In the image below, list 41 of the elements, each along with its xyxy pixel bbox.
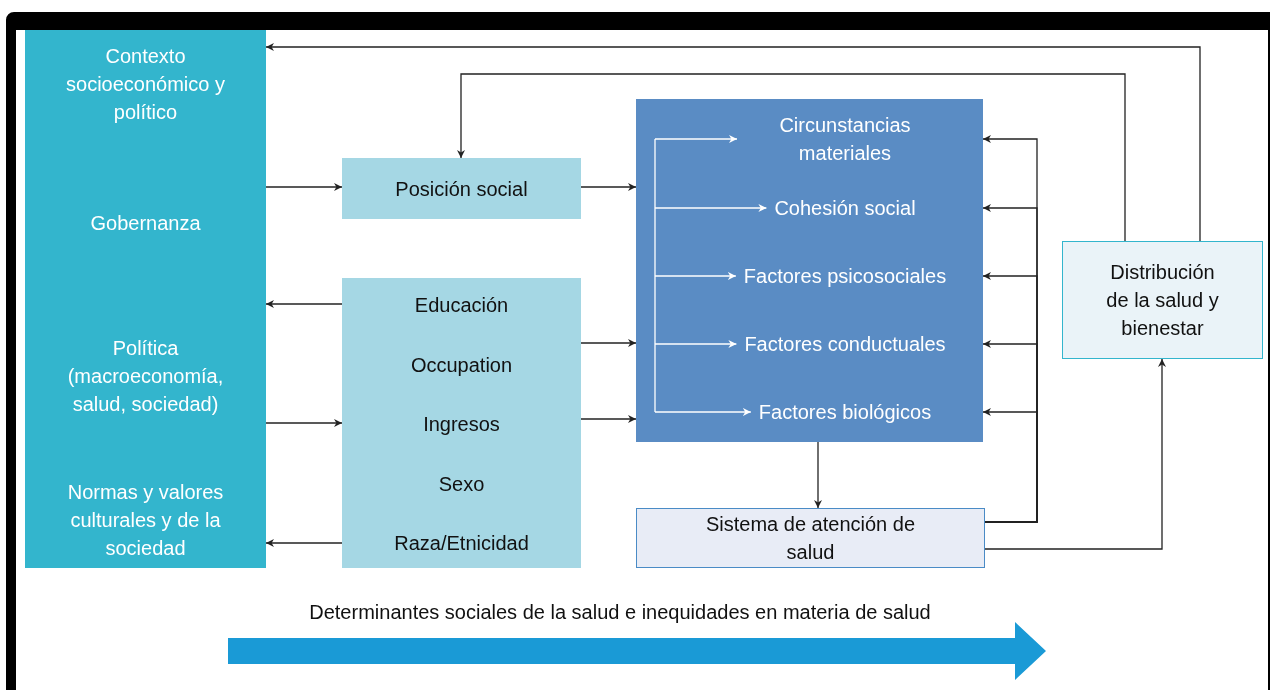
node-text: Ingresos	[422, 412, 501, 437]
factor-label: Factores biológicos	[750, 388, 983, 436]
arrow	[265, 539, 343, 547]
node-text: Sexo	[437, 472, 486, 497]
process-box	[636, 508, 985, 568]
node-text: Sistema de atención de salud	[705, 512, 916, 565]
arrow	[982, 408, 1038, 523]
node-text: Occupation	[409, 353, 514, 378]
arrow	[265, 43, 1201, 242]
arrow	[457, 73, 1126, 242]
intermediary-panel	[636, 99, 983, 442]
arrow	[654, 204, 768, 212]
node-text: Raza/Etnicidad	[393, 531, 530, 556]
arrow	[580, 415, 637, 423]
node-text: Política (macroeconomía, salud, sociedad)	[66, 336, 225, 417]
factor-label: Factores conductuales	[736, 320, 983, 368]
factor-label: Circunstancias materiales	[737, 111, 983, 167]
arrow	[265, 183, 343, 191]
arrow	[984, 358, 1166, 550]
diagram-caption: Determinantes sociales de la salud e inequidades en materia de salud	[308, 600, 932, 625]
factor-label: Cohesión social	[766, 184, 983, 232]
node-text: Posición social	[395, 176, 528, 202]
arrow	[580, 183, 637, 191]
arrow	[654, 135, 738, 143]
node-text: Contexto socioeconómico y político	[65, 44, 226, 125]
arrow	[265, 419, 343, 427]
arrow	[580, 339, 637, 347]
arrow	[654, 340, 738, 348]
policy-context-band	[25, 30, 266, 568]
arrow	[265, 300, 343, 308]
arrow	[814, 441, 822, 509]
node-text: Gobernanza	[89, 211, 202, 236]
process-box	[342, 278, 581, 568]
arrow	[654, 408, 752, 416]
outcome-box	[1062, 241, 1263, 359]
factor-label: Factores psicosociales	[735, 252, 983, 300]
node-text: Normas y valores culturales y de la sociedad	[66, 480, 225, 561]
node-text: Distribución de la salud y bienestar	[1105, 260, 1220, 341]
arrow	[654, 272, 737, 280]
process-box	[342, 158, 581, 219]
node-text: Educación	[413, 293, 510, 318]
